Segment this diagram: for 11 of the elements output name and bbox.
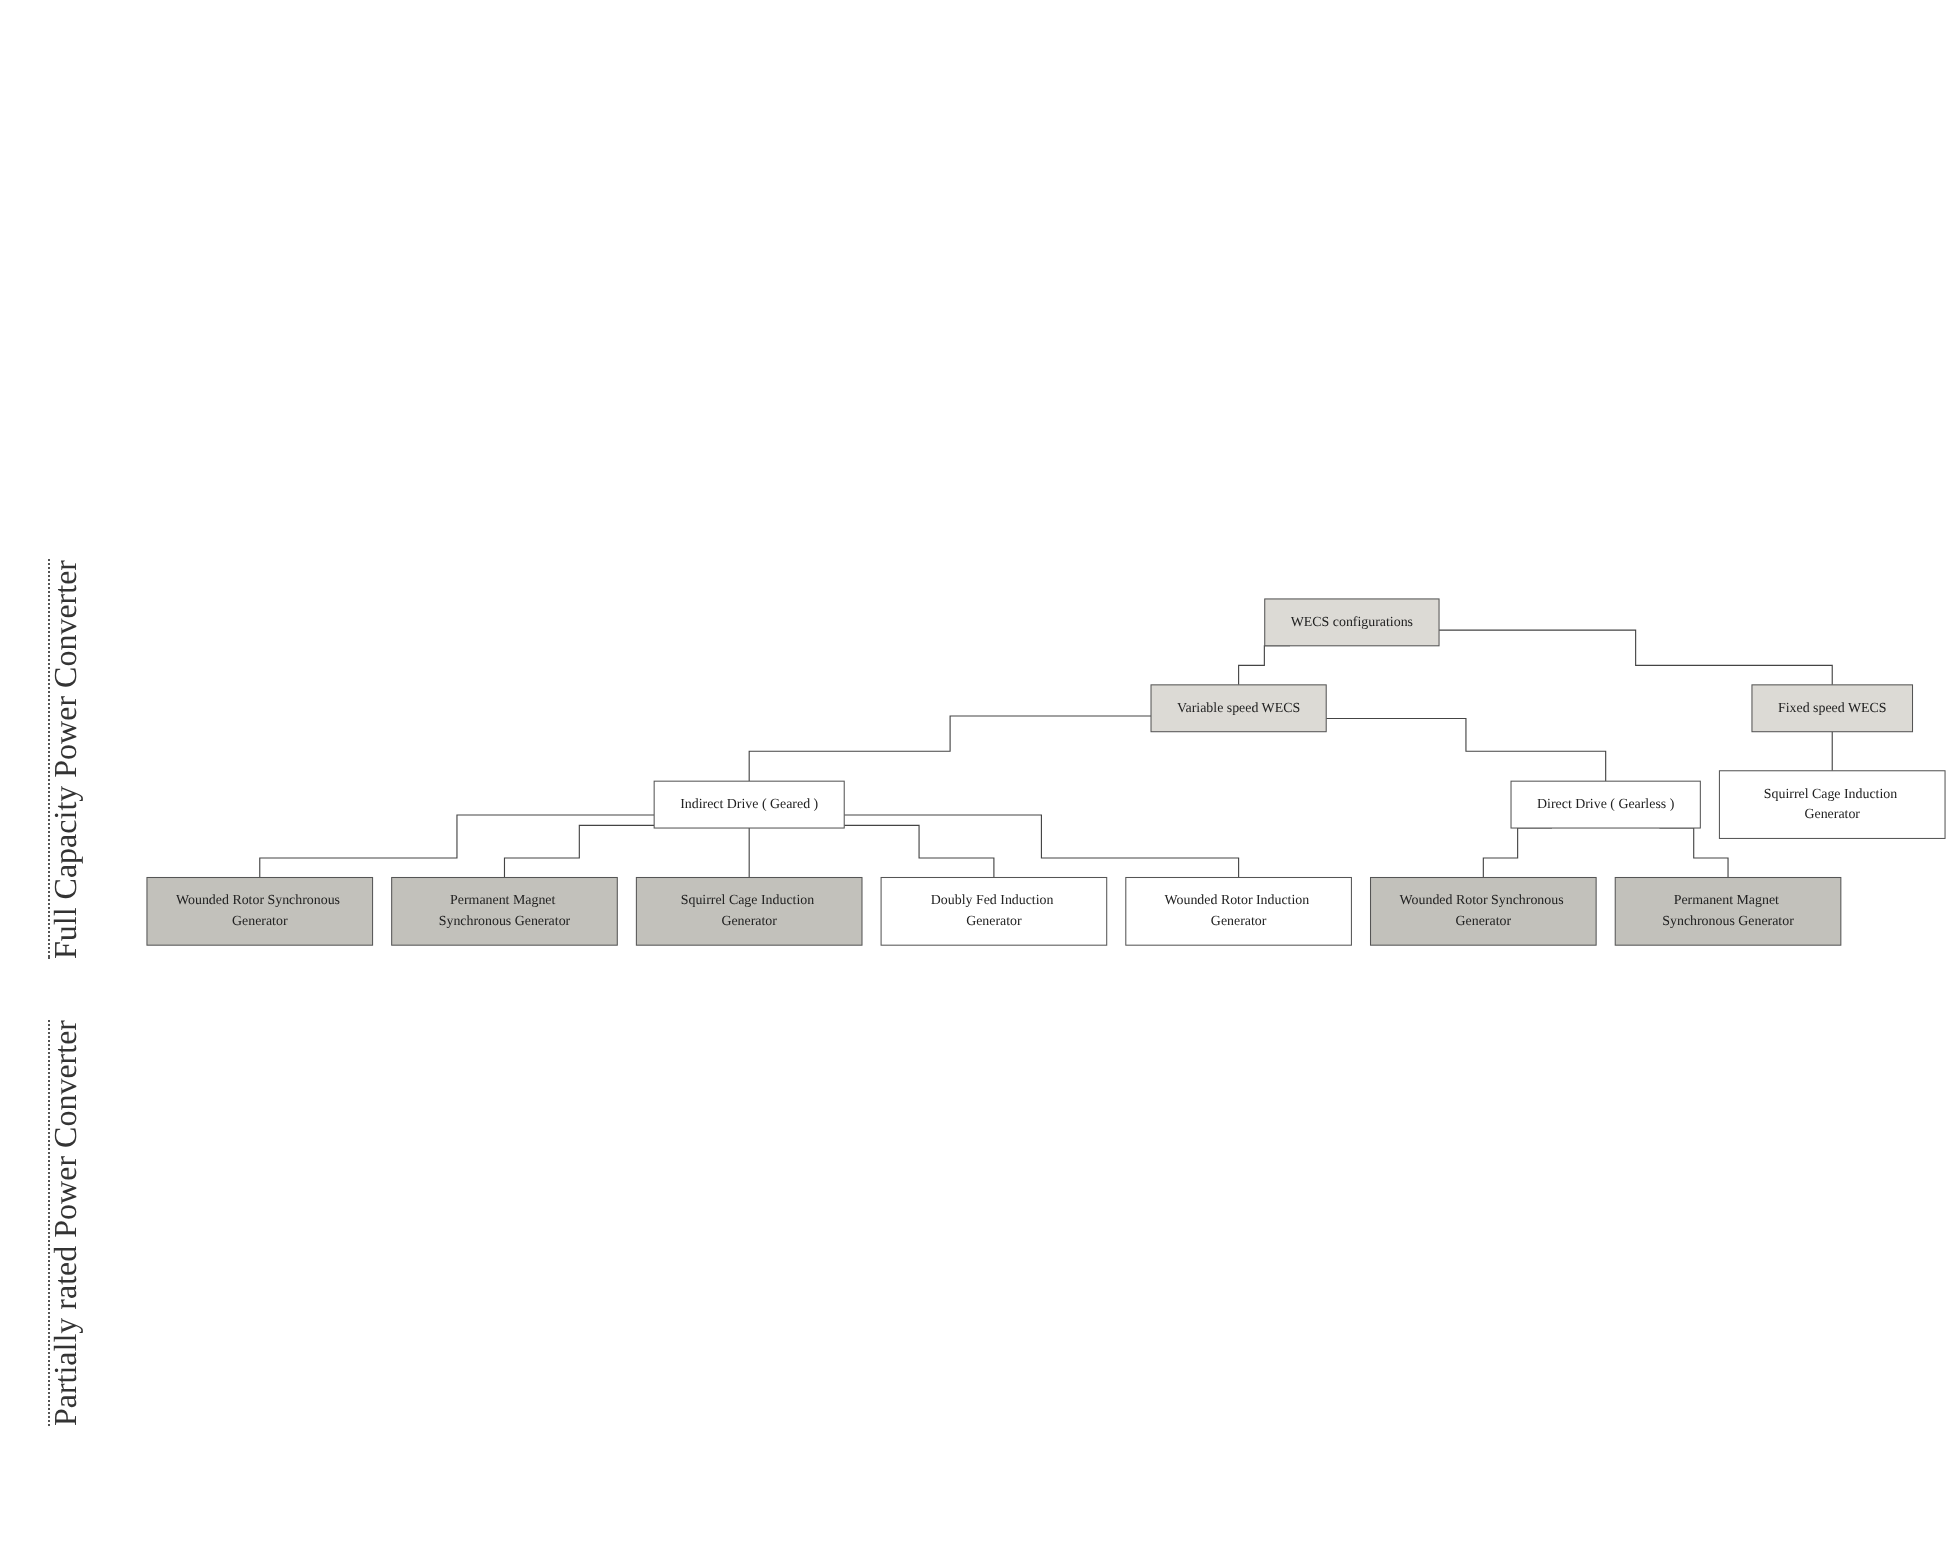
connector [843,815,1240,879]
region-label: Partially rated Power Converter [47,1019,93,1426]
connector [748,716,1152,783]
connector [1831,732,1833,773]
connector [748,828,750,879]
connector [843,825,995,879]
connector [1325,718,1607,783]
connector [259,815,655,879]
connector [1438,630,1833,687]
region-label: Full Capacity Power Converter [47,560,93,960]
connector [503,825,655,879]
